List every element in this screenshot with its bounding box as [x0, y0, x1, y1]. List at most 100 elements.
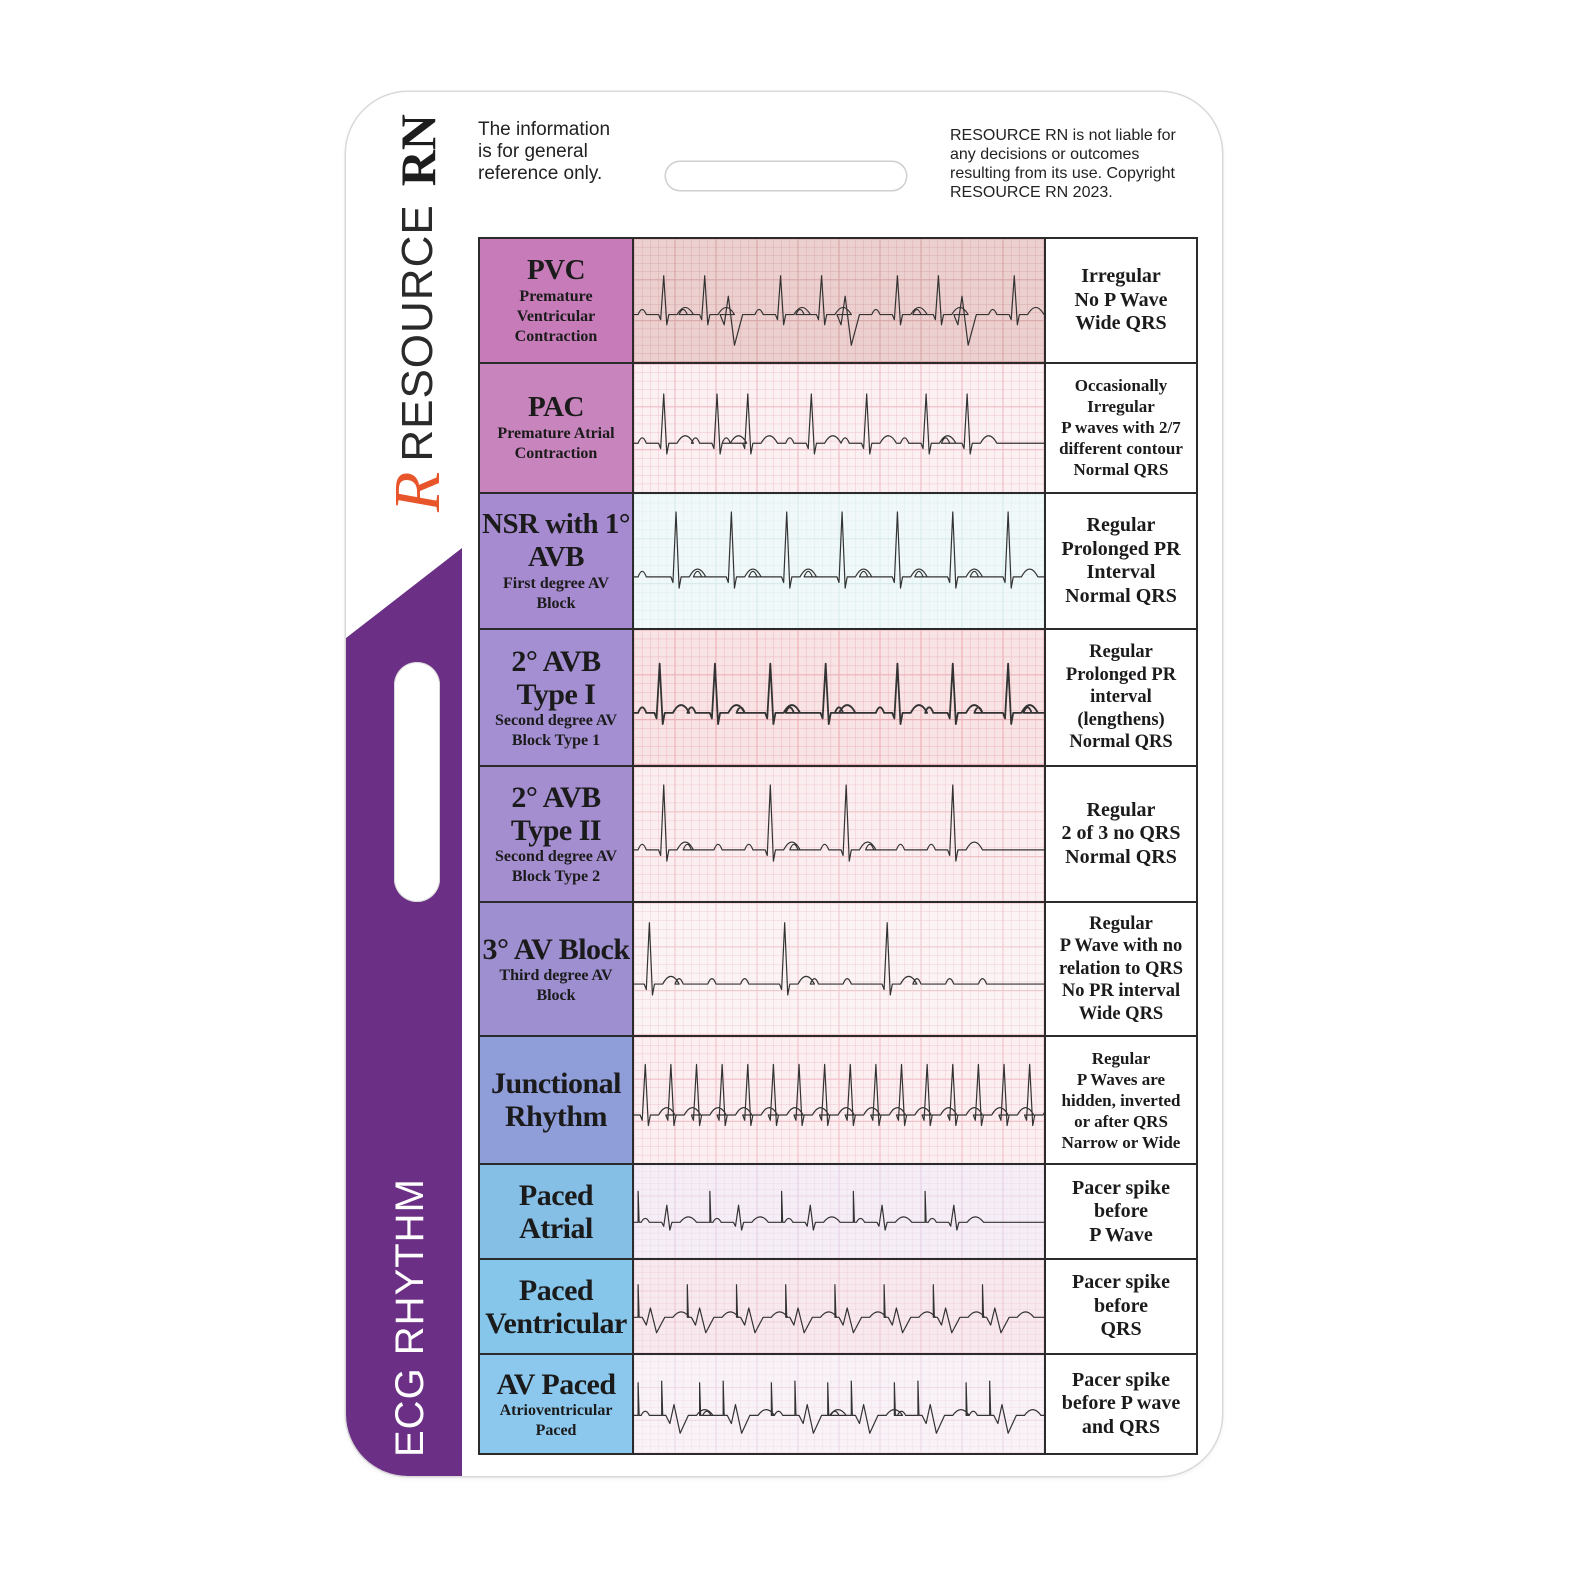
ecg-strip	[634, 630, 1046, 765]
criteria-line: Normal QRS	[1065, 584, 1177, 607]
brand-name-bold: RN	[390, 114, 446, 187]
criteria-line: Normal QRS	[1073, 460, 1169, 480]
rhythm-name-cell: Junctional Rhythm	[480, 1036, 634, 1164]
ecg-strip	[634, 239, 1046, 362]
rhythm-subtitle: Premature Ventricular Contraction	[514, 287, 598, 345]
rhythm-name-cell: Paced Atrial	[480, 1165, 634, 1259]
ecg-strip	[634, 1355, 1046, 1453]
criteria-line: P waves with 2/7	[1061, 418, 1181, 438]
criteria-line: QRS	[1100, 1318, 1142, 1341]
side-title: ECG RHYTHM	[388, 1178, 432, 1457]
rhythm-subtitle: Second degree AV Block Type 1	[494, 711, 618, 749]
rhythm-name: 3° AV Block	[482, 932, 630, 966]
ecg-trace-graphic	[634, 363, 1044, 493]
criteria-line: before	[1093, 1200, 1149, 1223]
ecg-waveform	[634, 785, 1044, 861]
rhythm-name: Paced Ventricular	[485, 1273, 627, 1340]
rhythm-subtitle: Atrioventricular Paced	[499, 1401, 613, 1439]
disclaimer-general: The information is for general reference…	[478, 119, 611, 184]
rhythm-name-cell: Paced Ventricular	[480, 1260, 634, 1354]
ecg-trace-graphic	[634, 239, 1044, 362]
criteria-line: Interval	[1086, 561, 1156, 584]
ecg-waveform	[634, 923, 1044, 995]
criteria-line: hidden, inverted	[1061, 1090, 1181, 1110]
rhythm-name: PAC	[528, 391, 584, 424]
criteria-line: Pacer spike	[1072, 1368, 1170, 1391]
ecg-trace-graphic	[634, 766, 1044, 902]
ecg-waveform	[634, 1064, 1044, 1125]
rhythm-name: Paced Atrial	[518, 1178, 594, 1245]
ecg-strip	[634, 766, 1046, 902]
ecg-strip	[634, 1036, 1046, 1164]
ecg-trace-graphic	[634, 1355, 1044, 1453]
criteria-line: before	[1093, 1294, 1149, 1317]
ecg-waveform	[634, 664, 1044, 724]
criteria-line: Narrow or Wide	[1061, 1132, 1181, 1152]
rhythm-name: PVC	[526, 253, 586, 286]
ecg-waveform	[634, 1192, 1044, 1231]
criteria-line: Regular	[1089, 642, 1153, 663]
criteria-line: Pacer spike	[1072, 1176, 1170, 1199]
criteria-line: interval	[1090, 687, 1152, 708]
criteria-line: Regular	[1089, 913, 1153, 934]
rhythm-name: AV Paced	[496, 1367, 616, 1401]
criteria-line: Irregular	[1087, 397, 1155, 417]
criteria-line: Regular	[1086, 514, 1156, 537]
criteria-line: different contour	[1059, 439, 1183, 459]
criteria-line: No PR interval	[1061, 981, 1181, 1002]
brand-r-logo-icon: R	[381, 471, 454, 512]
ecg-waveform	[634, 276, 1044, 345]
rhythm-subtitle: First degree AV Block	[502, 575, 610, 613]
ecg-strip	[634, 1260, 1046, 1354]
brand-name-regular: RESOURCE	[393, 204, 442, 462]
criteria-line: Regular	[1086, 798, 1156, 821]
rhythm-subtitle: Third degree AV Block	[499, 966, 613, 1004]
ecg-trace-graphic	[634, 1260, 1044, 1354]
ecg-trace-graphic	[634, 1036, 1044, 1164]
brand-logo: R RESOURCE RN	[378, 114, 458, 512]
lanyard-slot-horizontal	[666, 162, 906, 190]
ecg-strip	[634, 1165, 1046, 1259]
criteria-line: or after QRS	[1074, 1111, 1168, 1131]
criteria-line: relation to QRS	[1058, 958, 1184, 979]
rhythm-name: NSR with 1° AVB	[482, 508, 630, 574]
criteria-line: P Wave	[1089, 1223, 1153, 1246]
criteria-line: Wide QRS	[1075, 312, 1167, 335]
criteria-line: Regular	[1091, 1048, 1151, 1068]
criteria-line: before P wave	[1061, 1392, 1181, 1415]
lanyard-slot-vertical	[394, 662, 440, 902]
criteria-line: 2 of 3 no QRS	[1061, 822, 1181, 845]
ecg-waveform	[634, 1381, 1044, 1433]
ecg-waveform	[634, 394, 1044, 454]
ecg-trace-graphic	[634, 903, 1044, 1035]
criteria-line: Prolonged PR	[1065, 664, 1177, 685]
criteria-line: Pacer spike	[1072, 1271, 1170, 1294]
disclaimer-liability: RESOURCE RN is not liable for any decisi…	[950, 127, 1176, 201]
rhythm-name: Junctional Rhythm	[490, 1067, 622, 1134]
criteria-line: and QRS	[1081, 1415, 1161, 1438]
rhythm-name: 2° AVB Type II	[510, 781, 602, 848]
